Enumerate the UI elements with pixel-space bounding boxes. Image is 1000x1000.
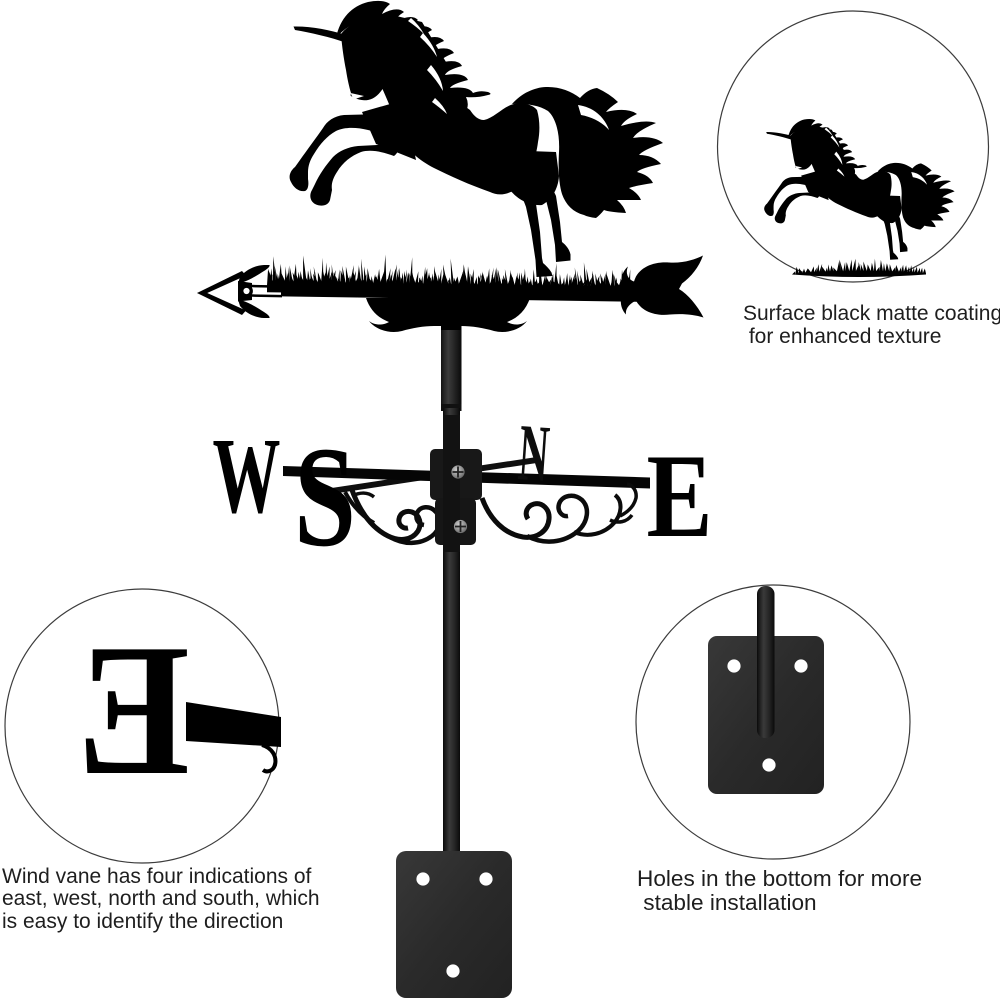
svg-text:S: S [294,418,356,577]
svg-text:W: W [213,417,281,536]
svg-text:E: E [647,429,713,562]
svg-text:E: E [77,605,190,814]
svg-text:N: N [516,407,552,499]
